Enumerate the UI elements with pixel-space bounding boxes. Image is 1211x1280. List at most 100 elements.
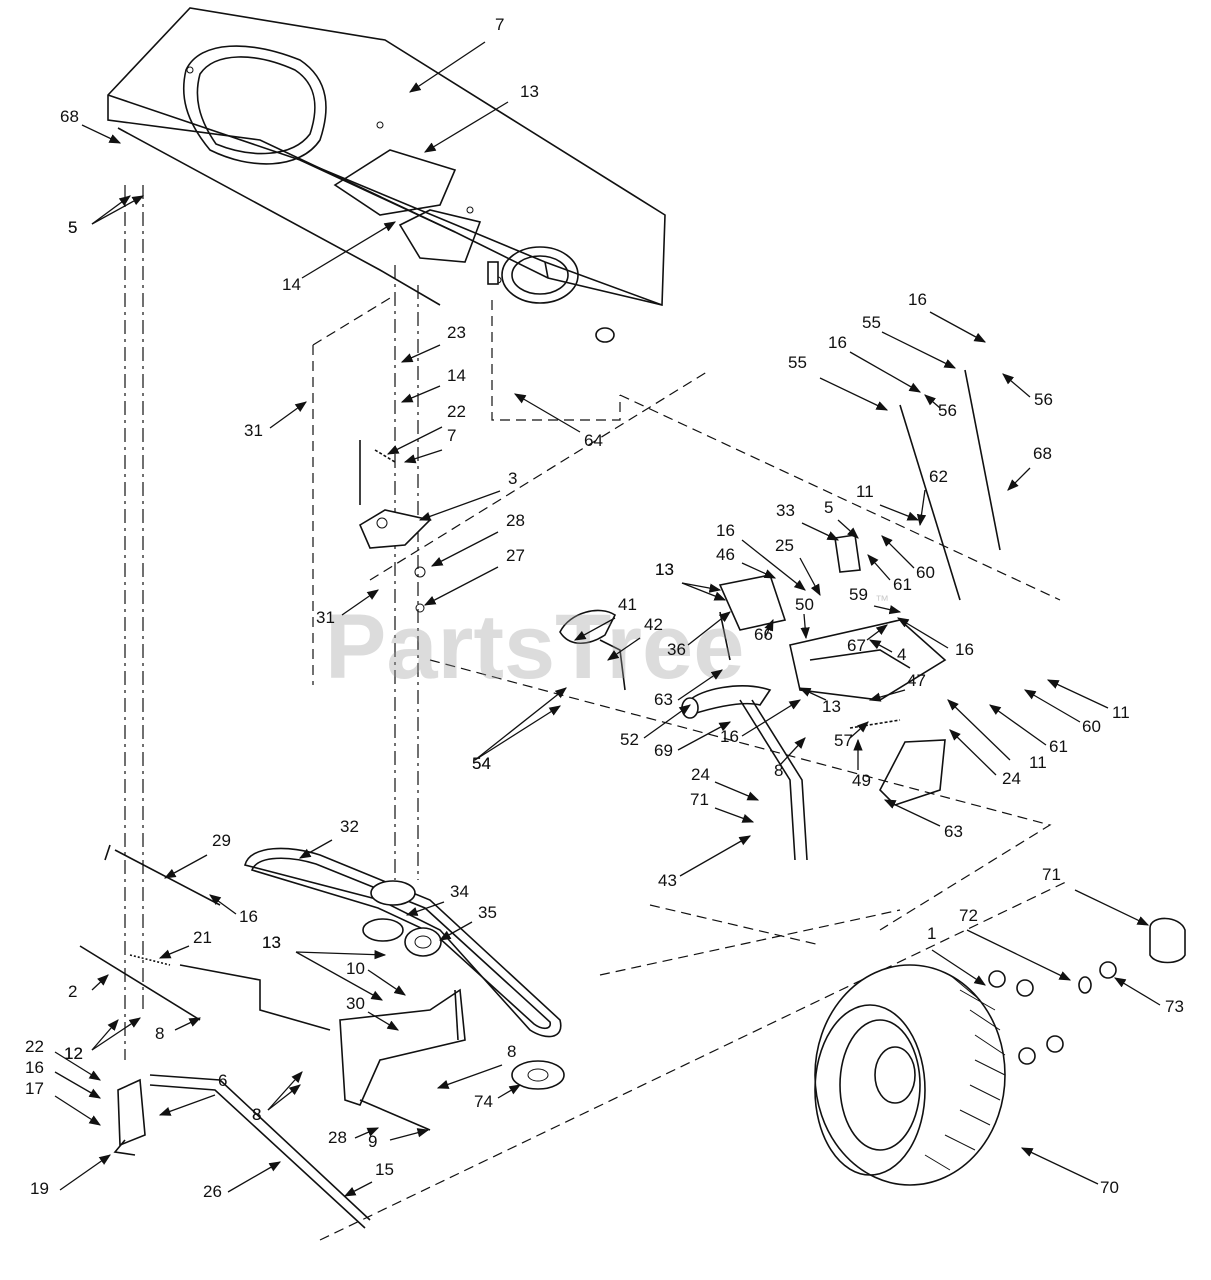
callout-number: 25: [775, 536, 794, 555]
callout-leader: [474, 687, 567, 761]
callout-number: 16: [908, 290, 927, 309]
callout-leader: [949, 729, 997, 776]
callout-number: 12: [64, 1044, 83, 1063]
callout-number: 60: [916, 563, 935, 582]
callout-leader: [343, 1181, 373, 1197]
callout-number: 13: [822, 697, 841, 716]
callout-leader: [866, 624, 888, 641]
callout-leader: [403, 449, 443, 464]
callout-number: 7: [447, 426, 456, 445]
callout-leader: [513, 393, 581, 433]
callout-number: 62: [929, 467, 948, 486]
callout-number: 63: [944, 822, 963, 841]
callout-number: 41: [618, 595, 637, 614]
callout-leader: [681, 582, 722, 593]
idler-assembly: [358, 261, 499, 613]
callout-number: 72: [959, 906, 978, 925]
linkage-assembly: [79, 844, 466, 1229]
callout-leader: [868, 639, 893, 653]
callout-number: 23: [447, 323, 466, 342]
callout-leader: [1046, 679, 1109, 709]
callout-number: 8: [774, 761, 783, 780]
callout-leader: [947, 699, 1011, 761]
callout-number: 55: [788, 353, 807, 372]
callout-number: 47: [907, 671, 926, 690]
callout-number: 49: [852, 771, 871, 790]
wheel-assembly: [814, 917, 1186, 1186]
callout-number: 22: [25, 1037, 44, 1056]
callout-leader: [867, 554, 891, 581]
callout-number: 24: [691, 765, 710, 784]
callout-number: 31: [244, 421, 263, 440]
callout-number: 74: [474, 1092, 493, 1111]
callout-leader: [389, 1128, 430, 1141]
callout-number: 26: [203, 1182, 222, 1201]
callout-number: 14: [282, 275, 301, 294]
callout-leader: [714, 781, 760, 801]
callout-number: 63: [654, 690, 673, 709]
callout-number: 8: [507, 1042, 516, 1061]
callout-number: 57: [834, 731, 853, 750]
callout-leader: [91, 195, 145, 225]
callout-leader: [881, 535, 915, 569]
callout-number: 61: [1049, 737, 1068, 756]
callout-number: 16: [716, 521, 735, 540]
callout-leader: [163, 854, 208, 879]
callout-number: 69: [654, 741, 673, 760]
callout-number: 13: [655, 560, 674, 579]
callout-leader: [54, 1071, 102, 1099]
callout-leader: [1020, 1147, 1099, 1185]
callout-leader: [405, 901, 445, 916]
callout-number: 71: [1042, 865, 1061, 884]
callout-number: 5: [824, 498, 833, 517]
belt-assembly: [244, 847, 565, 1090]
callout-leader: [267, 1071, 303, 1111]
callout-leader: [267, 1084, 301, 1111]
callout-number: 55: [862, 313, 881, 332]
callout-number: 11: [1029, 753, 1047, 772]
callout-leader: [881, 331, 957, 369]
watermark: PartsTree ™: [325, 592, 889, 698]
callout-number: 16: [25, 1058, 44, 1077]
callout-leader: [227, 1161, 282, 1193]
callout-leader: [1113, 977, 1161, 1006]
callout-leader: [873, 605, 902, 615]
callout-number: 13: [520, 82, 539, 101]
callout-leader: [430, 531, 499, 567]
callout-number: 27: [506, 546, 525, 565]
callout-leader: [883, 799, 941, 827]
callout-number: 7: [495, 15, 504, 34]
callout-number: 68: [1033, 444, 1052, 463]
callout-leader: [295, 951, 384, 1001]
callout-leader: [367, 1011, 400, 1031]
shift-assembly: [559, 369, 1001, 861]
callout-number: 8: [252, 1105, 261, 1124]
callout-number: 16: [239, 907, 258, 926]
callout-leader: [966, 929, 1072, 981]
callout-number: 1: [927, 924, 936, 943]
callout-number: 24: [1002, 769, 1021, 788]
callout-number: 22: [447, 402, 466, 421]
callout-number: 61: [893, 575, 912, 594]
callout-number: 54: [472, 754, 491, 773]
callout-leader: [341, 589, 379, 616]
callout-leader: [367, 969, 406, 996]
callout-leader: [916, 489, 927, 527]
callout-number: 56: [938, 401, 957, 420]
callout-number: 31: [316, 608, 335, 627]
callout-leader: [400, 344, 441, 363]
callout-leader: [438, 921, 473, 941]
callout-leader: [849, 721, 869, 739]
callout-leader: [800, 613, 810, 640]
callout-number: 32: [340, 817, 359, 836]
callout-leader: [989, 704, 1047, 746]
callout-leader: [868, 689, 906, 702]
callout-number: 70: [1100, 1178, 1119, 1197]
callout-number: 21: [193, 928, 212, 947]
callout-leader: [801, 522, 840, 541]
callout-leader: [687, 611, 731, 646]
callout-number: 10: [346, 959, 365, 978]
callout-leader: [298, 839, 333, 859]
callout-number: 5: [68, 218, 77, 237]
